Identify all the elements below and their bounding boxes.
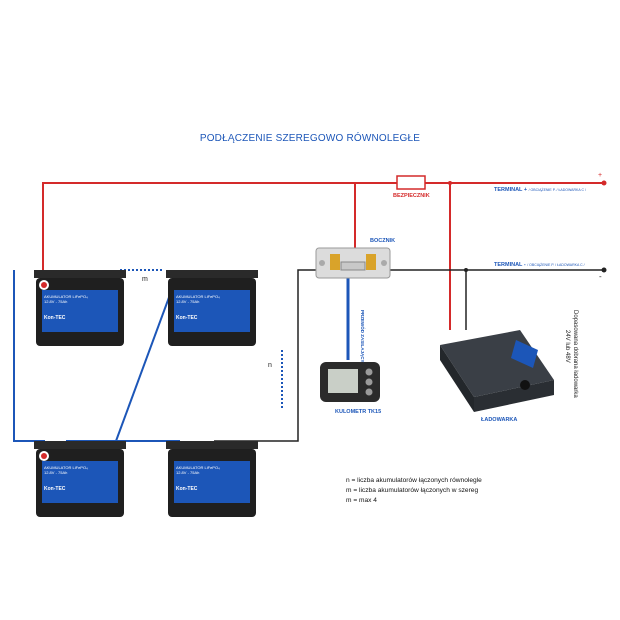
battery-bottom-left (34, 441, 126, 517)
battery-title: AKUMULATOR LiFePO₄ (176, 465, 220, 470)
battery-brand: Kon-TEC (176, 486, 198, 492)
charger-note-1: Dopasowana dobrana ładowarka (572, 310, 578, 398)
charger-device (440, 330, 554, 412)
battery-title: AKUMULATOR LiFePO₄ (176, 294, 220, 299)
battery-label-3: AKUMULATOR LiFePO₄ 12.8V - 75Ah Kon-TEC (44, 465, 116, 492)
diagram-title: PODŁĄCZENIE SZEREGOWO RÓWNOLEGŁE (199, 133, 421, 144)
series-count-m: m (142, 276, 148, 283)
shunt-device (315, 247, 391, 279)
battery-brand: Kon-TEC (44, 486, 66, 492)
fuse (396, 175, 426, 190)
wiring-label: PRZEWÓD ZASILAJĄCY (360, 310, 365, 363)
battery-spec: 12.8V - 75Ah (176, 299, 200, 304)
battery-top-left (34, 270, 126, 346)
battery-label-1: AKUMULATOR LiFePO₄ 12.8V - 75Ah Kon-TEC (44, 294, 116, 321)
battery-spec: 12.8V - 75Ah (44, 299, 68, 304)
charger-note-2: 24V lub 48V (564, 330, 570, 363)
legend-line-m: m = liczba akumulatorów łączonych w szer… (346, 487, 479, 494)
battery-label-2: AKUMULATOR LiFePO₄ 12.8V - 75Ah Kon-TEC (176, 294, 248, 321)
fuse-label: BEZPIECZNIK (393, 193, 430, 199)
battery-title: AKUMULATOR LiFePO₄ (44, 294, 88, 299)
minus-sign: - (599, 272, 602, 281)
junction-plus-dot (448, 181, 452, 185)
charger-label: ŁADOWARKA (481, 417, 518, 423)
battery-bottom-right (166, 441, 258, 517)
parallel-count-n: n (268, 362, 272, 369)
terminal-minus-dot (601, 267, 607, 273)
coulomb-meter (320, 362, 380, 402)
battery-spec: 12.8V - 75Ah (44, 470, 68, 475)
legend-line-max: m = max 4 (346, 497, 377, 504)
terminal-plus-dot (601, 180, 607, 186)
battery-label-4: AKUMULATOR LiFePO₄ 12.8V - 75Ah Kon-TEC (176, 465, 248, 492)
negative-wiring (214, 269, 604, 442)
plus-sign: + (598, 172, 603, 179)
battery-spec: 12.8V - 75Ah (176, 470, 200, 475)
cross-link (115, 272, 179, 442)
junction-minus-dot (464, 268, 468, 272)
battery-brand: Kon-TEC (44, 315, 66, 321)
battery-title: AKUMULATOR LiFePO₄ (44, 465, 88, 470)
legend-line-n: n = liczba akumulatorów łączonych równol… (346, 477, 482, 484)
legend: n = liczba akumulatorów łączonych równol… (346, 476, 482, 506)
terminal-plus-label: TERMINAL + / OBCIĄŻENIE P. / ŁADOWARKA C… (494, 187, 586, 193)
meter-label: KULOMETR TK15 (335, 409, 382, 415)
shunt-label: BOCZNIK (370, 238, 396, 244)
battery-top-right (166, 270, 258, 346)
battery-brand: Kon-TEC (176, 315, 198, 321)
terminal-minus-label: TERMINAL - / OBCIĄŻENIE P. / ŁADOWARKA C… (494, 262, 585, 268)
batteries (34, 270, 258, 517)
